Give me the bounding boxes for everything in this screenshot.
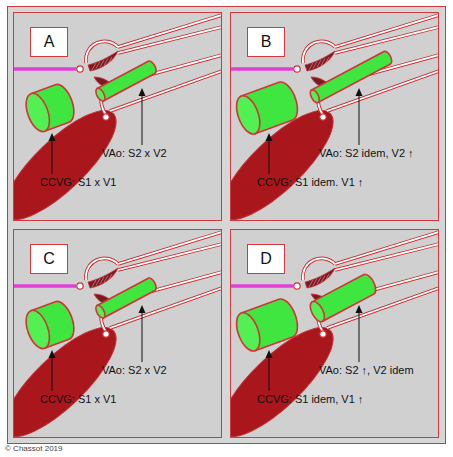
pulmonary-line xyxy=(14,284,76,288)
aortic-root xyxy=(86,258,118,332)
junction-dot xyxy=(103,331,109,337)
panel-box: VAo: S2 x V2 CCVG: S1 x V1 A xyxy=(13,12,222,221)
cylinder-body xyxy=(97,60,158,101)
leader-arrow xyxy=(52,357,53,391)
cylinder-face xyxy=(308,88,321,104)
aorta-formula: VAo: S2 ↑, V2 idem xyxy=(319,364,414,377)
arrow-head xyxy=(49,350,56,358)
arrow-head xyxy=(356,305,363,313)
aorta-cylinder xyxy=(94,60,158,103)
leader-arrow xyxy=(359,312,360,362)
panel-letter-box: C xyxy=(30,244,68,274)
aorta-wall xyxy=(118,27,222,53)
aorta-wall xyxy=(118,27,222,53)
cylinder-body xyxy=(97,277,158,318)
arrow-head xyxy=(49,133,56,141)
cylinder-face xyxy=(232,93,264,137)
aorta-wall xyxy=(335,244,439,270)
cylinder-face xyxy=(307,299,327,324)
aorta-wall xyxy=(118,244,222,270)
pulmonary-line xyxy=(231,284,293,288)
aorta-cylinder xyxy=(307,272,378,324)
pulmonary-line xyxy=(231,67,293,71)
leader-arrow xyxy=(269,140,270,174)
junction-dot xyxy=(294,283,300,289)
cylinder-face xyxy=(94,87,107,103)
aorta-wall xyxy=(118,244,222,270)
leader-arrow xyxy=(359,95,360,145)
cylinder-face xyxy=(22,90,54,134)
cylinder-face xyxy=(94,304,107,320)
panel-box: VAo: S2 x V2 CCVG: S1 x V1 C xyxy=(13,229,222,438)
lvot-cylinder xyxy=(22,81,79,134)
lvot-cylinder xyxy=(232,296,302,354)
aorta-formula: VAo: S2 x V2 xyxy=(102,147,167,160)
panel-box: VAo: S2 ↑, V2 idemCCVG: S1 idem, V1 ↑ D xyxy=(230,229,439,438)
junction-dot xyxy=(103,114,109,120)
arrow-head xyxy=(356,88,363,96)
aortic-root xyxy=(86,41,118,115)
copyright-note: © Chassot 2019 xyxy=(5,445,62,454)
lvot-cylinder xyxy=(22,298,79,351)
panel-letter-box: D xyxy=(247,244,285,274)
pulmonary-line xyxy=(14,67,76,71)
cylinder-face xyxy=(22,307,54,351)
aorta-formula: VAo: S2 idem, V2 ↑ xyxy=(319,147,414,160)
junction-dot xyxy=(77,283,83,289)
aorta-wall xyxy=(335,27,439,53)
junction-dot xyxy=(294,66,300,72)
cylinder-body xyxy=(312,50,394,103)
lvot-formula: CCVG: S1 x V1 xyxy=(40,393,116,406)
lvot-formula: CCVG: S1 x V1 xyxy=(40,176,116,189)
leader-arrow xyxy=(269,357,270,391)
junction-dot xyxy=(320,331,326,337)
cylinder-face xyxy=(232,310,264,354)
aorta-wall xyxy=(335,27,439,53)
arrow-head xyxy=(266,133,273,141)
panel-letter: C xyxy=(43,250,55,268)
lvot-formula: CCVG: S1 idem. V1 ↑ xyxy=(257,176,363,189)
panel-letter-box: A xyxy=(30,27,68,57)
arrow-head xyxy=(139,305,146,313)
aorta-formula: VAo: S2 x V2 xyxy=(102,364,167,377)
panel-letter: B xyxy=(261,33,272,51)
aorta-cylinder xyxy=(94,277,158,320)
aorta-cylinder xyxy=(308,50,393,104)
junction-dot xyxy=(77,66,83,72)
leader-arrow xyxy=(52,140,53,174)
leader-arrow xyxy=(142,312,143,362)
aorta-wall xyxy=(335,244,439,270)
panel-box: VAo: S2 idem, V2 ↑ CCVG: S1 idem. V1 ↑ B xyxy=(230,12,439,221)
lvot-cylinder xyxy=(232,79,302,137)
lvot-formula: CCVG: S1 idem, V1 ↑ xyxy=(257,393,363,406)
panel-letter: D xyxy=(260,250,272,268)
junction-dot xyxy=(320,114,326,120)
panel-letter: A xyxy=(44,33,55,51)
panel-letter-box: B xyxy=(247,27,285,57)
arrow-head xyxy=(266,350,273,358)
arrow-head xyxy=(139,88,146,96)
aortic-root xyxy=(303,41,335,115)
leader-arrow xyxy=(142,95,143,145)
